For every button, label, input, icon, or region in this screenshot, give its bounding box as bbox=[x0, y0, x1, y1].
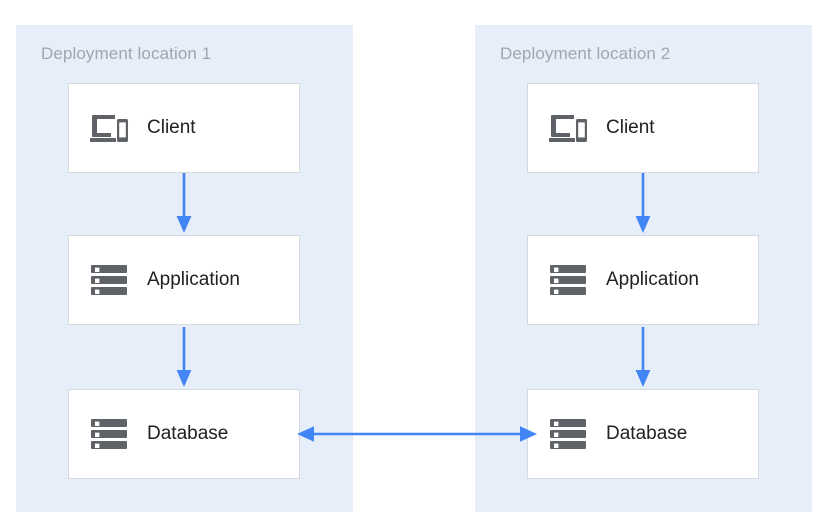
zone-1-database-label: Database bbox=[147, 423, 229, 444]
zone-2-node-application[interactable]: Application bbox=[527, 235, 759, 325]
server-stack-icon bbox=[88, 259, 130, 301]
arrow-application-to-database bbox=[633, 327, 653, 389]
zone-1-node-database[interactable]: Database bbox=[68, 389, 300, 479]
server-stack-icon bbox=[547, 413, 589, 455]
zone-1-client-label: Client bbox=[147, 117, 196, 138]
arrow-database-replication bbox=[297, 419, 537, 449]
zone-1-node-client[interactable]: Client bbox=[68, 83, 300, 173]
arrow-client-to-application bbox=[174, 173, 194, 235]
arrow-client-to-application bbox=[633, 173, 653, 235]
deployment-zone-2: Deployment location 2 Client bbox=[475, 25, 812, 512]
arrow-application-to-database bbox=[174, 327, 194, 389]
zone-1-application-label: Application bbox=[147, 269, 240, 290]
devices-icon bbox=[88, 107, 130, 149]
zone-2-application-label: Application bbox=[606, 269, 699, 290]
zone-2-database-label: Database bbox=[606, 423, 688, 444]
server-stack-icon bbox=[88, 413, 130, 455]
zone-2-node-client[interactable]: Client bbox=[527, 83, 759, 173]
zone-2-label: Deployment location 2 bbox=[500, 44, 671, 63]
zone-1-label: Deployment location 1 bbox=[41, 44, 212, 63]
zone-2-client-label: Client bbox=[606, 117, 655, 138]
deployment-zone-1: Deployment location 1 Client bbox=[16, 25, 353, 512]
server-stack-icon bbox=[547, 259, 589, 301]
devices-icon bbox=[547, 107, 589, 149]
zone-1-node-application[interactable]: Application bbox=[68, 235, 300, 325]
zone-2-node-database[interactable]: Database bbox=[527, 389, 759, 479]
